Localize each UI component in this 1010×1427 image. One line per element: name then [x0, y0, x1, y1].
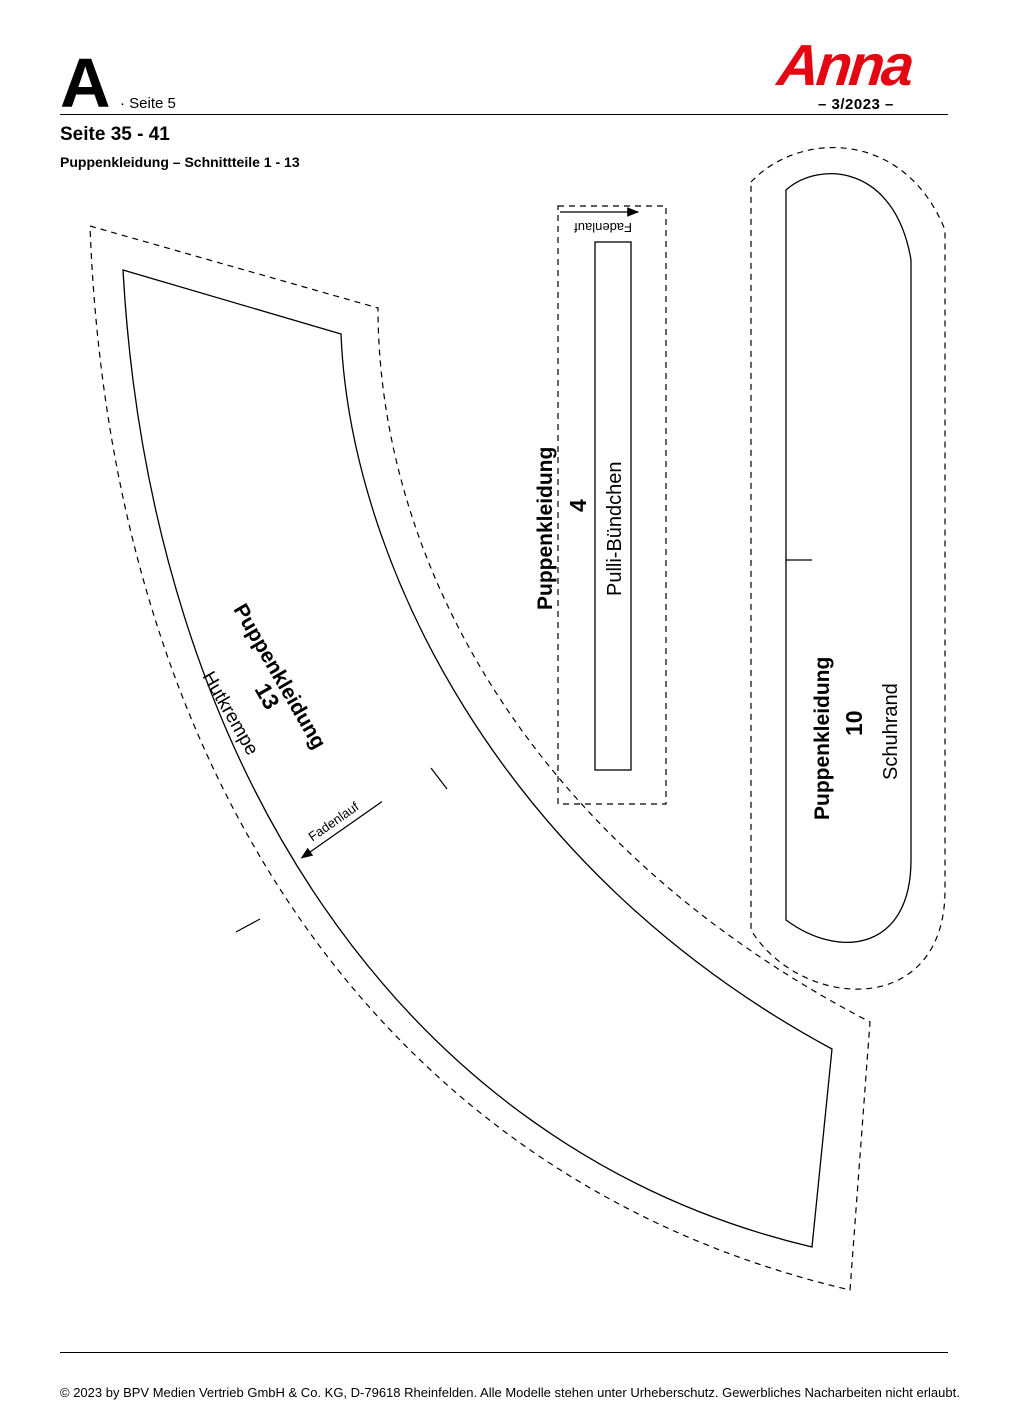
piece-13-notch-inner: [430, 767, 448, 790]
page-label: · Seite 5: [120, 95, 176, 112]
piece-4-seam-allowance: [557, 205, 667, 805]
piece-13-cut-line: [122, 269, 833, 1248]
piece-4-grain-line: Fadenlauf: [560, 207, 640, 235]
pieces-subtitle: Puppenkleidung – Schnittteile 1 - 13: [60, 154, 300, 170]
piece-13-hutkrempe: Fadenlauf Puppenkleidung 13 Hutkrempe: [89, 225, 871, 1291]
piece-13-grain-line: Fadenlauf: [300, 799, 383, 859]
piece-10-category: Puppenkleidung: [811, 657, 834, 820]
piece-4-number: 4: [565, 499, 591, 512]
header-divider: [60, 114, 948, 115]
piece-13-seam-allowance: [89, 225, 871, 1291]
piece-4-name: Pulli-Bündchen: [604, 461, 626, 596]
piece-10-cut-line: [785, 173, 912, 943]
piece-4-pulli-buendchen: Fadenlauf Puppenkleidung 4 Pulli-Bündche…: [534, 205, 667, 805]
sheet-letter: A: [60, 44, 111, 122]
piece-13-notch-outer: [235, 918, 261, 933]
piece-13-name: Hutkrempe: [198, 668, 263, 759]
footer-divider: [60, 1352, 948, 1353]
footer-copyright: © 2023 by BPV Medien Vertrieb GmbH & Co.…: [60, 1385, 960, 1400]
issue-number: – 3/2023 –: [818, 96, 894, 113]
piece-10-schuhrand: Puppenkleidung 10 Schuhrand: [750, 146, 946, 990]
piece-4-category: Puppenkleidung: [534, 447, 557, 610]
piece-4-cut-line: [594, 241, 632, 771]
pages-title: Seite 35 - 41: [60, 124, 170, 145]
piece-10-seam-allowance: [750, 146, 946, 990]
piece-10-number: 10: [841, 710, 867, 736]
piece-10-name: Schuhrand: [880, 683, 902, 780]
piece-4-grain-label: Fadenlauf: [574, 220, 632, 235]
